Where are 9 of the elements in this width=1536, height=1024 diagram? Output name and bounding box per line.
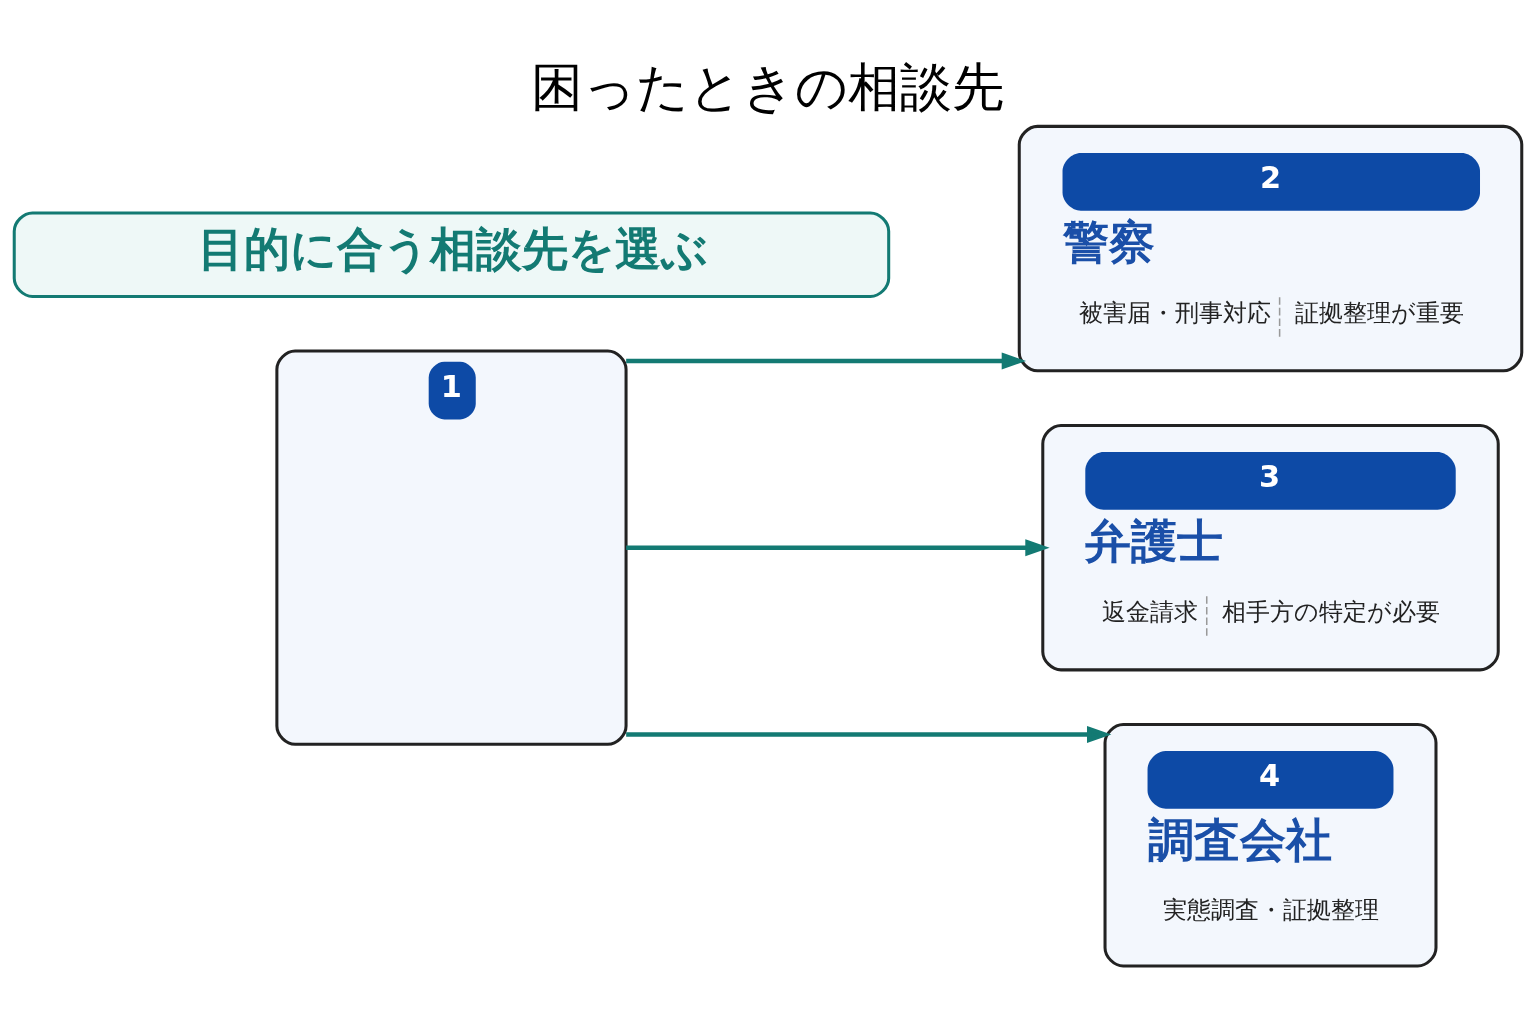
arrow: [626, 539, 1050, 557]
node-box: 1: [275, 349, 628, 746]
node-box: 2 警察 被害届・刑事対応 証拠整理が重要: [1017, 124, 1524, 373]
node-box: 3 弁護士 返金請求 相手方の特定が必要: [1041, 423, 1500, 672]
diagram-title: 困ったときの相談先: [531, 57, 1005, 118]
node-box: 目的に合う相談先を選ぶ: [12, 211, 891, 298]
arrow: [626, 352, 1027, 370]
arrow: [626, 725, 1112, 743]
node-box: 4 調査会社 実態調査・証拠整理: [1103, 723, 1438, 968]
